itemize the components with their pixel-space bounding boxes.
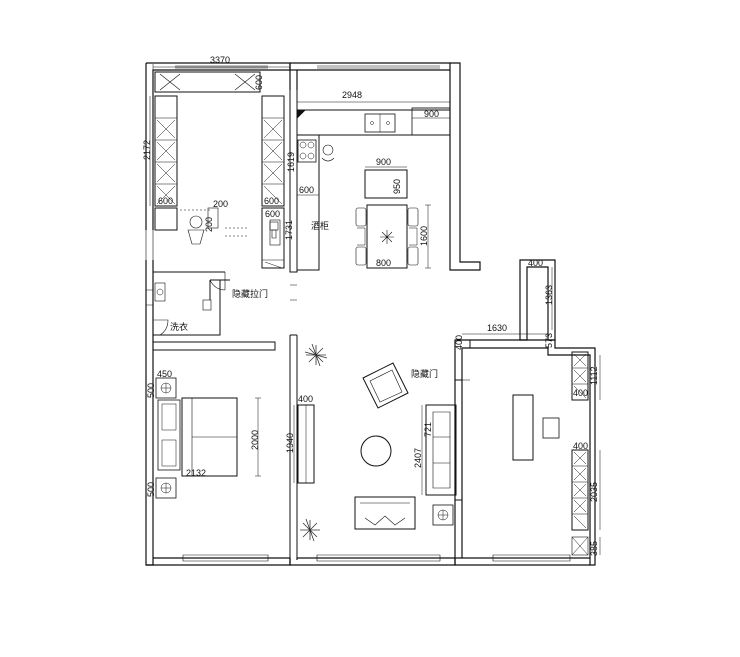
- dim-bed-500a: 500: [146, 383, 156, 398]
- dim-study-1112: 1112: [589, 366, 599, 385]
- doors: [153, 272, 470, 395]
- label-hidden-door: 隐藏门: [411, 368, 438, 380]
- dim-v-1731: 1731: [284, 220, 294, 240]
- dim-v-600: 600: [299, 185, 314, 195]
- dim-bed-2000: 2000: [250, 430, 260, 450]
- label-hidden-slide-door: 隐藏拉门: [232, 288, 268, 300]
- side-table-lamp-icon: [432, 504, 454, 526]
- dim-bed-2132: 2132: [186, 468, 206, 478]
- dim-bed-450: 450: [157, 369, 172, 379]
- kitchen-counter: [296, 107, 451, 163]
- dim-tv-400: 400: [298, 394, 313, 404]
- dim-east-1630: 1630: [487, 323, 507, 333]
- potted-plant-icon-2: [300, 518, 320, 542]
- dim-study-400b: 400: [573, 441, 588, 451]
- dim-cab-top: 600: [254, 75, 264, 90]
- dim-table-w: 800: [376, 258, 391, 268]
- coffee-table: [360, 435, 392, 467]
- toilet-icon: [269, 221, 279, 239]
- desk: [512, 394, 560, 461]
- stove-icon: [297, 139, 317, 163]
- sofa-right: [425, 404, 457, 496]
- dim-cab-bot: 600: [158, 196, 173, 206]
- dim-sofa-2407: 2407: [413, 448, 423, 468]
- nightstand-bottom: [155, 477, 177, 499]
- study-cabinets-bottom: [571, 449, 589, 531]
- dim-study-385: 385: [589, 541, 599, 556]
- dim-island-h: 950: [392, 179, 402, 194]
- dim-table-h: 1600: [419, 226, 429, 246]
- study-corner-box: [571, 536, 589, 556]
- outer-walls: [145, 62, 596, 566]
- dim-small-200: 200: [213, 199, 228, 209]
- dim-small-600: 600: [265, 209, 280, 219]
- dim-tv-1940: 1940: [285, 433, 295, 453]
- bath-figure: [180, 207, 248, 245]
- dim-bed-500b: 500: [146, 482, 156, 497]
- armchair: [362, 362, 409, 409]
- dim-east-400b: 400: [454, 335, 464, 350]
- washer: [154, 282, 166, 302]
- dim-east-1363: 1363: [544, 285, 554, 305]
- dim-island-w: 900: [376, 157, 391, 167]
- dim-kitchen-counter: 2948: [342, 90, 362, 100]
- dim-left-height: 2172: [142, 140, 152, 160]
- dim-cab-right: 600: [264, 196, 279, 206]
- dim-study-400a: 400: [573, 388, 588, 398]
- dining-table: [355, 204, 419, 269]
- dimension-lines: [149, 64, 601, 555]
- kitchen-cabinets: [154, 71, 320, 271]
- potted-plant-icon: [304, 343, 328, 367]
- room-labels: 隐藏拉门 隐藏门 酒柜 洗衣: [170, 220, 438, 380]
- label-wine-cabinet: 酒柜: [311, 220, 329, 232]
- nightstand-top: [155, 377, 177, 399]
- dim-study-2035: 2035: [589, 482, 599, 502]
- table-centerpiece-icon: [380, 230, 394, 244]
- dim-east-573: 573: [544, 333, 554, 348]
- sofa-bottom: [354, 496, 416, 530]
- label-washroom: 洗衣: [170, 321, 188, 333]
- study-cabinets-top: [571, 351, 589, 401]
- dim-top-width: 3370: [210, 55, 230, 65]
- tv-cabinet: [297, 404, 315, 484]
- dim-v-1619: 1619: [286, 152, 296, 172]
- interior-walls: [153, 90, 471, 558]
- stool: [202, 299, 212, 311]
- dim-fridge: 900: [424, 109, 439, 119]
- dim-sofa-721: 721: [423, 422, 433, 437]
- island: [364, 169, 408, 199]
- bed: [157, 397, 238, 477]
- dim-east-400: 400: [528, 258, 543, 268]
- dim-h-200: 200: [204, 217, 214, 232]
- dimension-texts: 3370 2948 2172 600 600 600 600 200 600 1…: [142, 55, 599, 556]
